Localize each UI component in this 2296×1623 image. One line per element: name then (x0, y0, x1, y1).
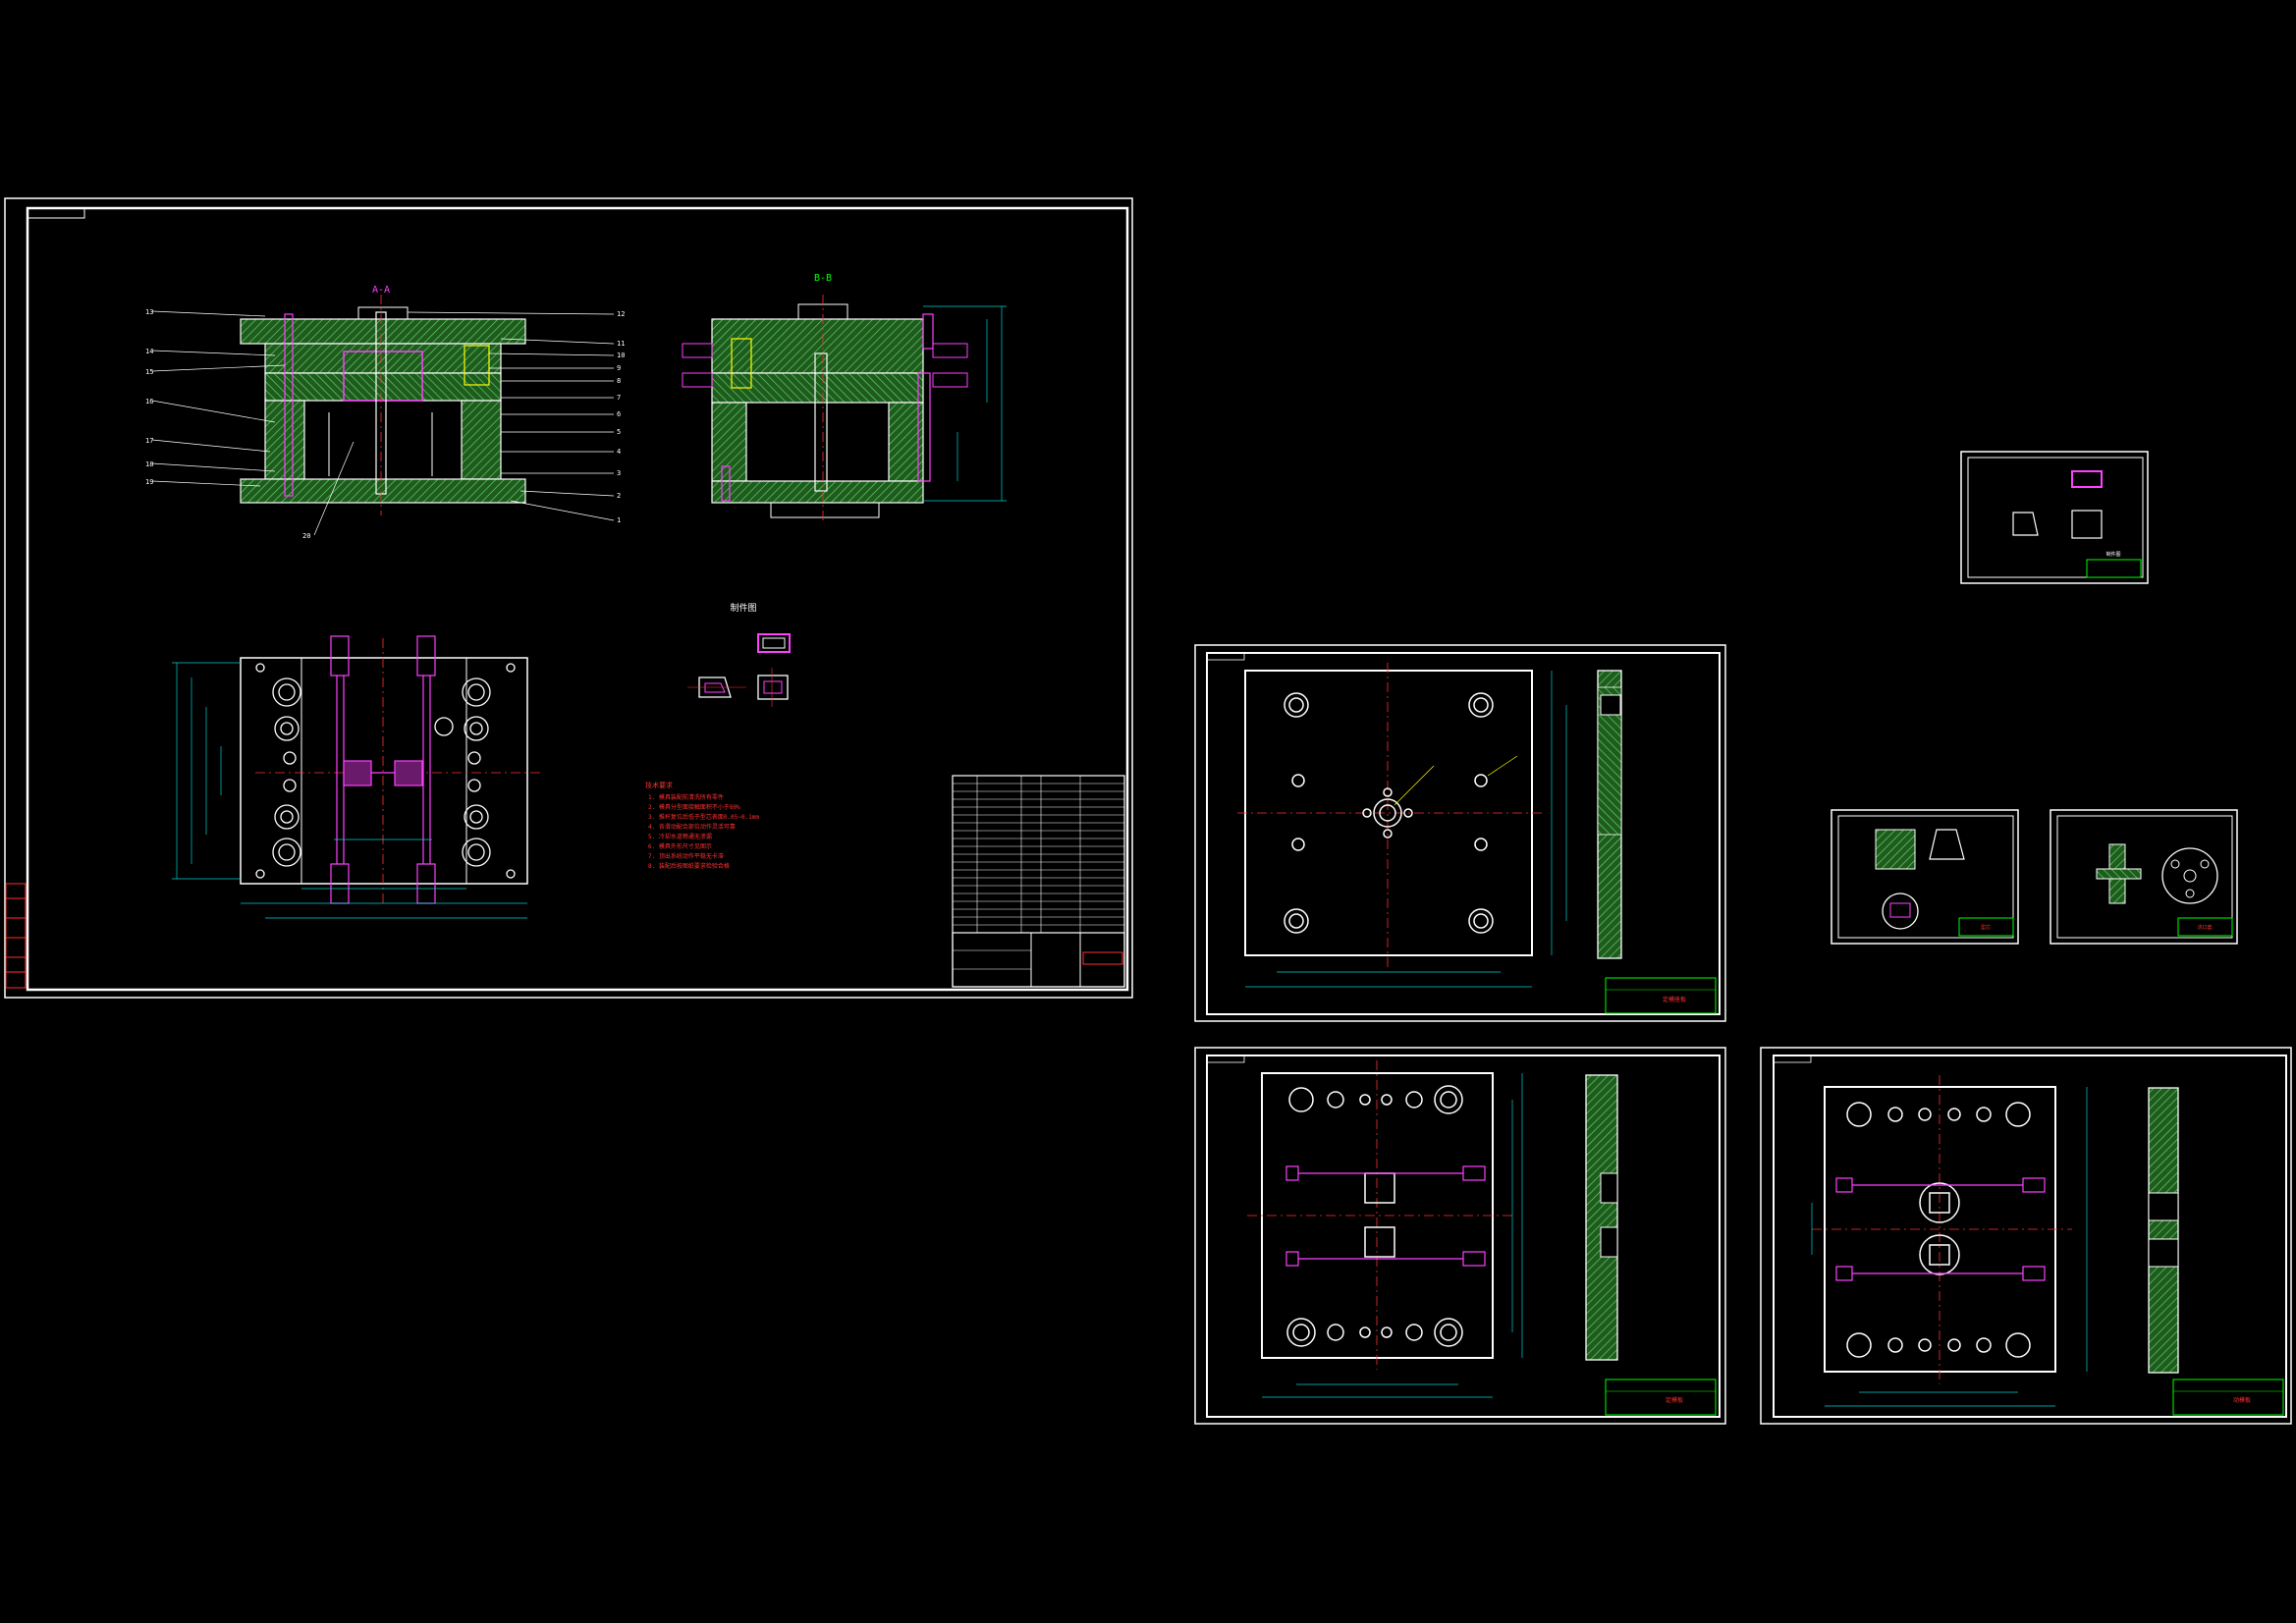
assembly-section-a: A-A (145, 285, 625, 540)
part-number-label: 20 (302, 532, 310, 540)
parts-list-title-block (952, 775, 1125, 988)
part-number-label: 19 (145, 478, 153, 486)
tech-requirement-line: 3. 推杆复位后低于型芯表面0.05~0.1mm (648, 813, 759, 821)
sheet-view-label: 定模板 (1666, 1396, 1683, 1404)
left-margin-stamp (5, 883, 27, 989)
sheet-view-label: 动模板 (2233, 1396, 2251, 1404)
tech-requirements-title: 技术要求 (645, 781, 673, 789)
tech-requirements: 技术要求 1. 模具装配前清洗所有零件 2. 模具分型面接触面积不小于80% 3… (645, 781, 759, 870)
tech-requirement-line: 2. 模具分型面接触面积不小于80% (648, 803, 740, 811)
part-number-label: 3 (617, 469, 621, 477)
sheet-view-label: 浇口套 (2197, 924, 2212, 931)
sheet-plate-3: 动模板 (1760, 1047, 2292, 1425)
sheet-view-label: 定模座板 (1663, 996, 1686, 1003)
part-number-label: 17 (145, 437, 153, 445)
part-number-label: 9 (617, 364, 621, 372)
tech-requirement-line: 5. 冷却水道畅通无渗漏 (648, 833, 712, 840)
part-number-label: 18 (145, 460, 153, 468)
part-number-label: 6 (617, 410, 621, 418)
part-number-label: 14 (145, 348, 153, 355)
part-view-title: 制件图 (730, 602, 756, 614)
part-number-label: 16 (145, 398, 153, 406)
assembly-section-b: B-B (682, 273, 1007, 520)
part-number-label: 4 (617, 448, 621, 456)
sheet-plate-1: 定模座板 (1194, 644, 1726, 1022)
product-part-view: 制件图 (687, 602, 791, 707)
part-number-label: 8 (617, 377, 621, 385)
main-sheet: A-A (4, 197, 1133, 999)
sheet-view-label: 制件图 (2105, 551, 2120, 558)
tech-requirement-line: 6. 模具外形尺寸见图示 (648, 842, 712, 850)
sheet-small-sprue: 浇口套 (2050, 809, 2238, 945)
tech-requirement-line: 4. 各滑动配合部位动作灵活可靠 (648, 823, 736, 831)
part-number-label: 13 (145, 308, 153, 316)
part-number-label: 7 (617, 394, 621, 402)
section-label-b: B-B (814, 273, 832, 284)
tech-requirement-line: 7. 顶出系统动作平稳无卡滞 (648, 852, 724, 860)
sheet-small-part: 制件图 (1960, 451, 2149, 584)
assembly-plan-view (172, 635, 540, 919)
part-number-label: 15 (145, 368, 153, 376)
main-sheet-inner-frame (26, 206, 1129, 992)
part-number-label: 10 (617, 352, 625, 359)
main-sheet-outer-frame (4, 197, 1133, 999)
part-number-labels: 13 14 15 16 17 18 19 12 11 10 9 8 7 6 5 … (145, 308, 625, 540)
tech-requirement-line: 8. 装配后按图纸要求检验合格 (648, 862, 730, 870)
part-number-label: 1 (617, 516, 621, 524)
part-number-label: 5 (617, 428, 621, 436)
sheet-plate-2: 定模板 (1194, 1047, 1726, 1425)
section-label-a: A-A (372, 285, 390, 296)
part-number-label: 11 (617, 340, 625, 348)
sheet-small-core: 型芯 (1831, 809, 2019, 945)
tech-requirement-line: 1. 模具装配前清洗所有零件 (648, 793, 724, 801)
part-number-label: 2 (617, 492, 621, 500)
sheet-view-label: 型芯 (1981, 924, 1991, 931)
part-number-label: 12 (617, 310, 625, 318)
